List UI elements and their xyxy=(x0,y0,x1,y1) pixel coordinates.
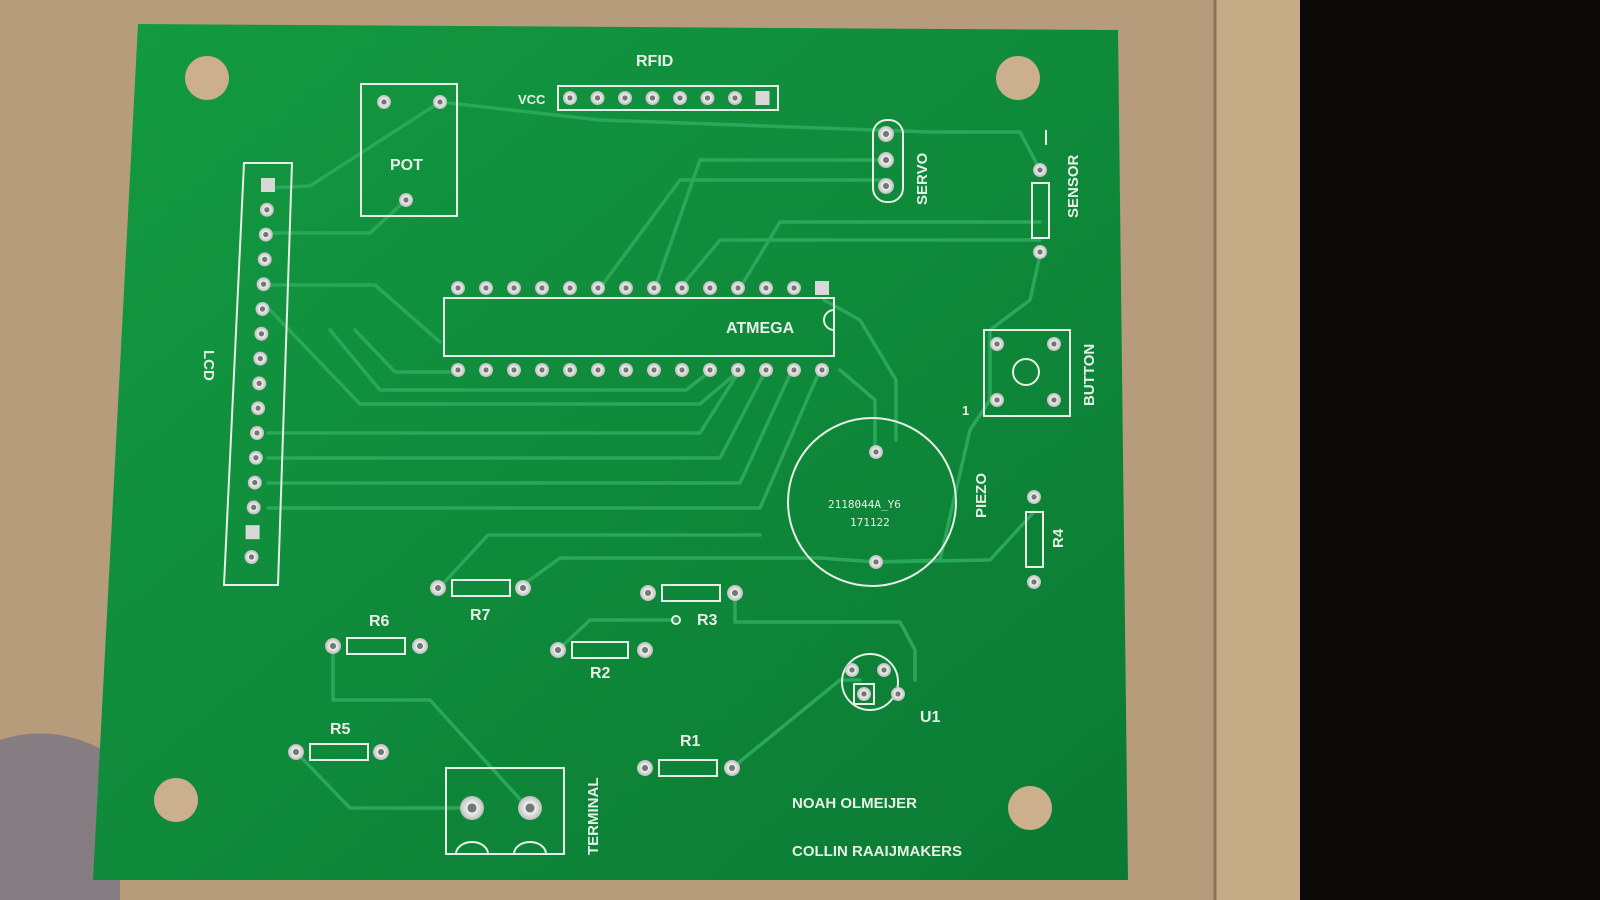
atmega-pad xyxy=(675,281,689,295)
piezo-code-2: 171122 xyxy=(850,516,890,529)
lcd-label: LCD xyxy=(200,350,217,381)
r1-label: R1 xyxy=(680,733,701,750)
atmega-pad xyxy=(731,281,745,295)
rfid-pad xyxy=(618,91,632,105)
atmega-pad xyxy=(507,281,521,295)
servo-label: SERVO xyxy=(914,152,931,205)
u1-label: U1 xyxy=(920,709,941,726)
atmega-pad xyxy=(787,281,801,295)
lcd-pad xyxy=(252,376,267,391)
lcd-pad xyxy=(261,178,275,192)
piezo-footprint: 2118044A_Y6 171122 PIEZO xyxy=(787,417,990,587)
lcd-pad xyxy=(248,450,263,465)
sensor-footprint: SENSOR xyxy=(1031,130,1082,259)
copper-traces xyxy=(266,100,1042,810)
atmega-pad xyxy=(619,363,633,377)
atmega-pad xyxy=(815,281,829,295)
rfid-pad xyxy=(645,91,660,105)
atmega-footprint: ATMEGA xyxy=(443,281,835,377)
sensor-label: SENSOR xyxy=(1065,154,1082,218)
resistor-r6: R6 xyxy=(325,613,428,655)
r4-label: R4 xyxy=(1050,528,1067,548)
lcd-pad xyxy=(256,277,271,292)
author-collin: COLLIN RAAIJMAKERS xyxy=(792,843,962,860)
author-noah: NOAH OLMEIJER xyxy=(792,795,917,812)
lcd-pad xyxy=(251,401,266,416)
rfid-pad xyxy=(700,91,715,105)
r6-label: R6 xyxy=(369,613,390,630)
atmega-pad xyxy=(703,281,717,295)
atmega-pad xyxy=(507,363,521,377)
atmega-pad xyxy=(759,363,773,377)
atmega-pad xyxy=(815,363,829,377)
atmega-pad xyxy=(759,281,773,295)
atmega-pad xyxy=(619,281,633,295)
rfid-header: RFID VCC xyxy=(518,53,779,111)
rfid-pad xyxy=(755,91,770,105)
atmega-pad xyxy=(563,363,577,377)
pcb-board: RFID VCC POT SERVO SENSOR xyxy=(93,24,1128,880)
pin-one-marker: 1 xyxy=(962,403,969,418)
atmega-pad xyxy=(479,281,493,295)
atmega-pad xyxy=(563,281,577,295)
lcd-pad xyxy=(258,227,273,242)
atmega-pad xyxy=(535,363,549,377)
resistor-r4: R4 xyxy=(1025,490,1067,589)
atmega-pad xyxy=(479,363,493,377)
atmega-pad xyxy=(787,363,801,377)
r2-label: R2 xyxy=(590,665,611,682)
r7-label: R7 xyxy=(470,607,491,624)
atmega-pad xyxy=(647,363,661,377)
rfid-pad xyxy=(673,91,687,105)
lcd-pad xyxy=(247,475,262,490)
u1-footprint: U1 xyxy=(841,653,941,726)
vcc-label: VCC xyxy=(518,92,546,107)
rfid-label: RFID xyxy=(636,53,673,70)
atmega-pad xyxy=(591,281,605,295)
r5-label: R5 xyxy=(330,721,351,738)
pot-label: POT xyxy=(390,157,423,174)
atmega-pad xyxy=(703,363,717,377)
lcd-pad xyxy=(254,326,269,341)
piezo-label: PIEZO xyxy=(973,473,990,518)
rfid-pad xyxy=(563,91,577,105)
atmega-pad xyxy=(675,363,689,377)
potentiometer: POT xyxy=(360,83,458,217)
lcd-pad xyxy=(250,426,264,440)
lcd-pad xyxy=(253,351,268,366)
r3-label: R3 xyxy=(697,612,718,629)
lcd-pad xyxy=(259,202,274,217)
atmega-pad xyxy=(731,363,745,377)
terminal-label: TERMINAL xyxy=(585,778,602,856)
lcd-pad xyxy=(255,302,270,316)
resistor-r3: R3 xyxy=(640,584,743,629)
atmega-pad xyxy=(647,281,661,295)
lcd-pad xyxy=(245,525,260,540)
servo-header: SERVO xyxy=(872,119,931,205)
piezo-code-1: 2118044A_Y6 xyxy=(828,498,901,511)
lcd-pad xyxy=(244,550,259,564)
atmega-pad xyxy=(451,281,465,295)
mounting-holes xyxy=(154,56,1052,830)
lcd-pad xyxy=(246,500,261,515)
resistor-r5: R5 xyxy=(288,721,389,761)
lcd-pad xyxy=(257,252,272,267)
atmega-label: ATMEGA xyxy=(726,320,795,337)
button-label: BUTTON xyxy=(1081,344,1098,406)
atmega-pad xyxy=(535,281,549,295)
resistor-r1: R1 xyxy=(637,733,740,777)
terminal-block: TERMINAL xyxy=(445,767,602,856)
resistor-r2: R2 xyxy=(550,615,681,682)
lcd-header: LCD xyxy=(200,162,294,586)
resistor-r7: R7 xyxy=(430,579,531,624)
rfid-pad xyxy=(590,91,605,105)
atmega-pad xyxy=(591,363,605,377)
rfid-pad xyxy=(728,91,742,105)
button-footprint: BUTTON 1 xyxy=(962,329,1098,418)
atmega-pad xyxy=(451,363,465,377)
